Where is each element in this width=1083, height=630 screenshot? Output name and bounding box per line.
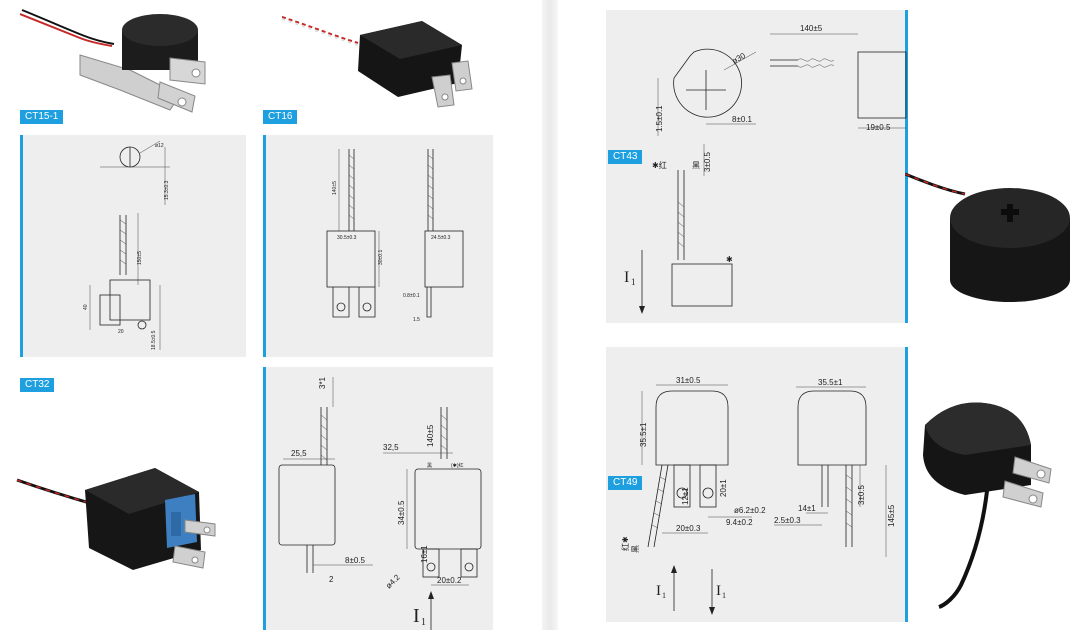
- ct49-current-symbol-2: I: [716, 583, 721, 599]
- ct32-dim-8: 16±1: [420, 545, 429, 563]
- ct43-dim-5: 19±0.5: [866, 123, 891, 132]
- ct32-dim-6: 8±0.5: [345, 556, 366, 565]
- ct49-black: 黑: [631, 545, 640, 553]
- ct32-drawing: 3*1 25,5 8±0.5 2 32,5 140±5 黑 (✱)红 34±0.…: [278, 376, 482, 630]
- ct32-dim-5: 34±0.5: [397, 500, 406, 525]
- ct49-dim-9: 14±1: [798, 504, 816, 513]
- ct15-1-drawing: ø12 15.3±0.3 150±5 40 20 18.5±0.5: [83, 140, 170, 350]
- svg-text:40: 40: [83, 304, 89, 310]
- ct49-dim-6: ø6.2±0.2: [734, 506, 766, 515]
- ct49-current-subscript-2: 1: [722, 591, 726, 600]
- label-ct15-1: CT15-1: [20, 110, 64, 124]
- ct32-current-subscript: 1: [421, 617, 426, 628]
- ct16-drawing: 140±5 30.5±0.3 30±0.1 24.5±0.3 0.8±0.1 1…: [326, 149, 464, 323]
- svg-text:140±5: 140±5: [332, 181, 338, 195]
- ct16-photo: [282, 16, 473, 108]
- ct49-dim-2: 35.5±1: [639, 422, 648, 447]
- ct32-dim-1: 3*1: [318, 376, 327, 389]
- ct49-dim-3: 35.5±1: [818, 378, 843, 387]
- ct43-dim-6: 3±0.5: [703, 151, 712, 172]
- label-ct16: CT16: [263, 110, 298, 124]
- ct43-current-symbol: I: [624, 269, 629, 286]
- label-ct49: CT49: [608, 476, 643, 490]
- ct32-drawing-panel: 3*1 25,5 8±0.5 2 32,5 140±5 黑 (✱)红 34±0.…: [263, 367, 493, 630]
- svg-text:24.5±0.3: 24.5±0.3: [431, 235, 451, 241]
- ct43-dim-3: 1.5±0.1: [655, 105, 664, 132]
- ct49-drawing-panel: 31±0.5 35.5±1 12±1 20±1 ø6.2±0.2 9.4±0.2…: [606, 347, 908, 622]
- page-gutter: [542, 0, 558, 630]
- ct43-photo: [905, 172, 1070, 302]
- svg-text:1.5: 1.5: [413, 317, 420, 323]
- ct43-red: ✱红: [652, 160, 667, 170]
- ct32-dim-10: 20±0.2: [437, 576, 462, 585]
- ct32-black: 黑: [427, 463, 432, 469]
- ct49-photo: [923, 402, 1052, 609]
- svg-text:20: 20: [118, 329, 124, 335]
- ct49-dim-12: 145±5: [887, 504, 896, 527]
- svg-text:150±5: 150±5: [137, 251, 143, 265]
- svg-text:30±0.1: 30±0.1: [378, 250, 384, 265]
- ct43-drawing-panel: ø30 1.5±0.1 8±0.1 140±5 19±0.5 ✱红 黑 3±0.…: [606, 10, 908, 323]
- ct43-dim-2: ø30: [731, 51, 748, 66]
- ct49-dim-8: 20±0.3: [676, 524, 701, 533]
- ct16-drawing-panel: 140±5 30.5±0.3 30±0.1 24.5±0.3 0.8±0.1 1…: [263, 135, 493, 357]
- ct49-dim-4: 12±1: [681, 487, 690, 505]
- ct15-1-drawing-panel: ø12 15.3±0.3 150±5 40 20 18.5±0.5: [20, 135, 246, 357]
- ct32-dim-7: 2: [329, 575, 334, 584]
- svg-text:ø12: ø12: [155, 143, 164, 149]
- ct43-dim-1: 140±5: [800, 24, 823, 33]
- svg-text:18.5±0.5: 18.5±0.5: [151, 330, 157, 350]
- ct43-current-subscript: 1: [631, 277, 636, 287]
- ct32-dim-3: 32,5: [383, 443, 399, 452]
- ct32-dim-4: 140±5: [426, 424, 435, 447]
- ct49-dim-7: 9.4±0.2: [726, 518, 753, 527]
- ct49-current-subscript-1: 1: [662, 591, 666, 600]
- ct32-current-symbol: I: [413, 605, 420, 627]
- ct49-dim-10: 2.5±0.3: [774, 516, 801, 525]
- ct49-drawing: 31±0.5 35.5±1 12±1 20±1 ø6.2±0.2 9.4±0.2…: [620, 376, 896, 615]
- ct32-dim-9: ø4.2: [384, 572, 402, 590]
- ct32-dim-2: 25,5: [291, 449, 307, 458]
- svg-text:✱: ✱: [726, 255, 733, 264]
- ct43-dim-4: 8±0.1: [732, 115, 753, 124]
- svg-text:30.5±0.3: 30.5±0.3: [337, 235, 357, 241]
- ct32-red: (✱)红: [451, 462, 464, 469]
- ct32-photo: [16, 468, 216, 570]
- svg-text:0.8±0.1: 0.8±0.1: [403, 293, 420, 299]
- ct49-current-symbol-1: I: [656, 583, 661, 599]
- label-ct32: CT32: [20, 378, 55, 392]
- ct15-1-photo: [20, 9, 206, 113]
- ct49-red: 红✱: [620, 536, 630, 551]
- ct43-drawing: ø30 1.5±0.1 8±0.1 140±5 19±0.5 ✱红 黑 3±0.…: [624, 24, 907, 314]
- ct43-black: 黑: [692, 161, 700, 170]
- label-ct43: CT43: [608, 150, 643, 164]
- ct49-dim-5: 20±1: [719, 479, 728, 497]
- ct49-dim-11: 3±0.5: [857, 484, 866, 505]
- ct49-dim-1: 31±0.5: [676, 376, 701, 385]
- svg-text:15.3±0.3: 15.3±0.3: [164, 180, 170, 200]
